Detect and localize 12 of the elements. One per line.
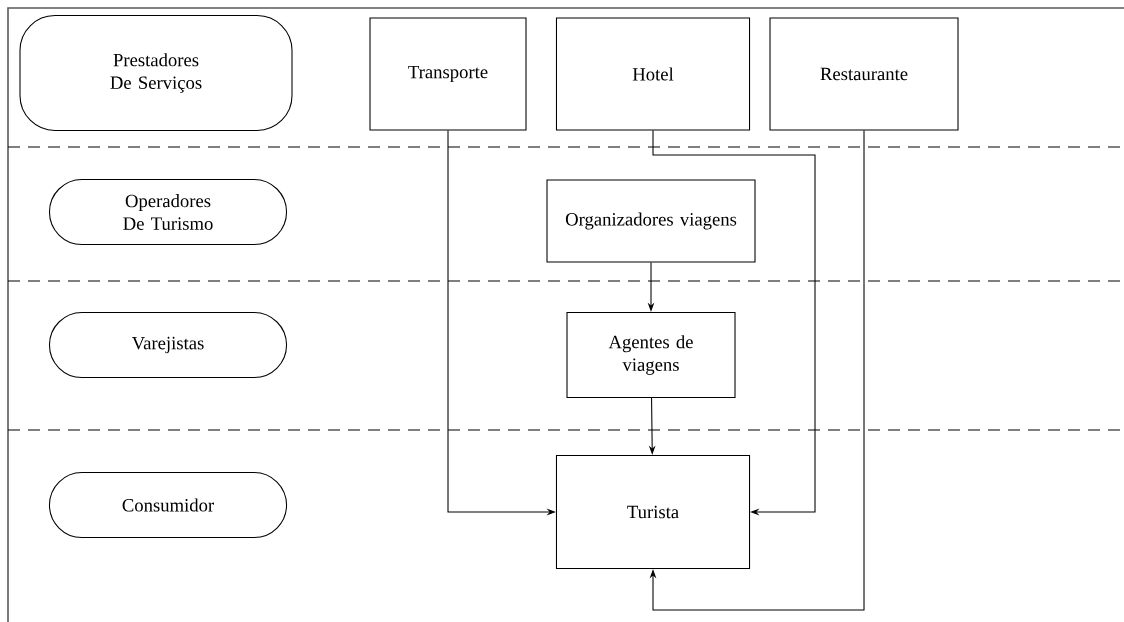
arrow <box>652 130 816 516</box>
process-box: Restaurante <box>769 17 959 131</box>
arrow <box>649 130 865 611</box>
lane-label: Varejistas <box>48 311 288 379</box>
process-box: Transporte <box>369 17 527 131</box>
lane-label: Operadores De Turismo <box>48 178 288 246</box>
process-box: Agentes de viagens <box>566 311 736 399</box>
process-box: Organizadores viagens <box>546 179 756 263</box>
lane-label: Prestadores De Serviços <box>19 15 293 131</box>
process-box: Turista <box>555 454 751 570</box>
lane-label: Consumidor <box>48 471 288 539</box>
process-box: Hotel <box>555 17 751 131</box>
